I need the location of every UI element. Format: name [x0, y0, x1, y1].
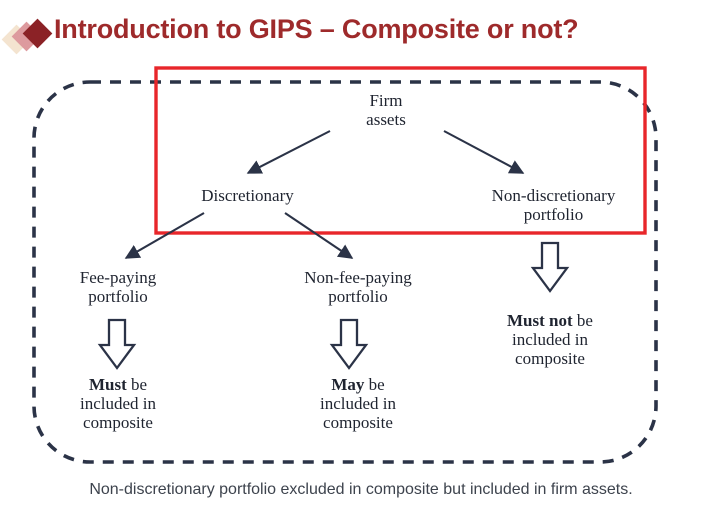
node-non-fee-paying-line1: Non-fee-paying [304, 268, 412, 287]
outcome-must-line2: included in [79, 394, 156, 413]
outcome-may-emphasis: May [331, 375, 365, 394]
node-firm-assets-line1: Firm [369, 91, 403, 110]
node-firm-assets-line2: assets [366, 110, 406, 129]
outcome-must-not-line3: composite [515, 349, 585, 368]
node-fee-paying-line1: Fee-paying [79, 268, 157, 287]
outcome-may-rest: be [364, 375, 385, 394]
block-arrow-non-disc-to-must-not [530, 241, 570, 293]
node-non-fee-paying: Non-fee-paying portfolio [278, 268, 438, 306]
node-non-discretionary-line2: portfolio [523, 205, 584, 224]
outcome-must-line3: composite [83, 413, 153, 432]
outcome-must-not: Must not be included in composite [470, 311, 630, 368]
slide-caption: Non-discretionary portfolio excluded in … [89, 481, 633, 498]
connector-firm-to-discretionary [246, 130, 331, 174]
node-fee-paying: Fee-paying portfolio [48, 268, 188, 306]
outcome-must-not-emphasis: Must not [507, 311, 573, 330]
block-arrow-fee-paying-to-must [97, 318, 137, 370]
page-title: Introduction to GIPS – Composite or not? [54, 14, 579, 44]
connector-disc-to-non-fee-paying [284, 212, 354, 259]
outcome-must-not-rest: be [572, 311, 593, 330]
node-non-discretionary: Non-discretionary portfolio [466, 186, 641, 224]
node-non-discretionary-line1: Non-discretionary [491, 186, 616, 205]
node-non-fee-paying-line2: portfolio [328, 287, 388, 306]
node-discretionary-line1: Discretionary [201, 186, 294, 205]
connector-disc-to-fee-paying [124, 212, 205, 259]
node-firm-assets: Firm assets [336, 91, 436, 129]
outcome-may: May be included in composite [278, 375, 438, 432]
diamond-stack-icon [1, 18, 53, 56]
outcome-must: Must be included in composite [48, 375, 188, 432]
outcome-must-not-line2: included in [511, 330, 588, 349]
outcome-must-not-line1: Must not be [470, 311, 630, 330]
outcome-must-rest: be [126, 375, 148, 394]
node-fee-paying-line2: portfolio [88, 287, 148, 306]
outcome-must-emphasis: Must [88, 375, 127, 394]
slide-title-row: Introduction to GIPS – Composite or not? [0, 14, 722, 62]
outcome-may-line1: May be [278, 375, 438, 394]
connector-firm-to-non-discretionary [443, 130, 525, 174]
outcome-must-line1: Must be [48, 375, 188, 394]
outcome-may-line3: composite [323, 413, 393, 432]
outcome-may-line2: included in [319, 394, 396, 413]
block-arrow-non-fee-paying-to-may [329, 318, 369, 370]
node-discretionary: Discretionary [175, 186, 320, 205]
